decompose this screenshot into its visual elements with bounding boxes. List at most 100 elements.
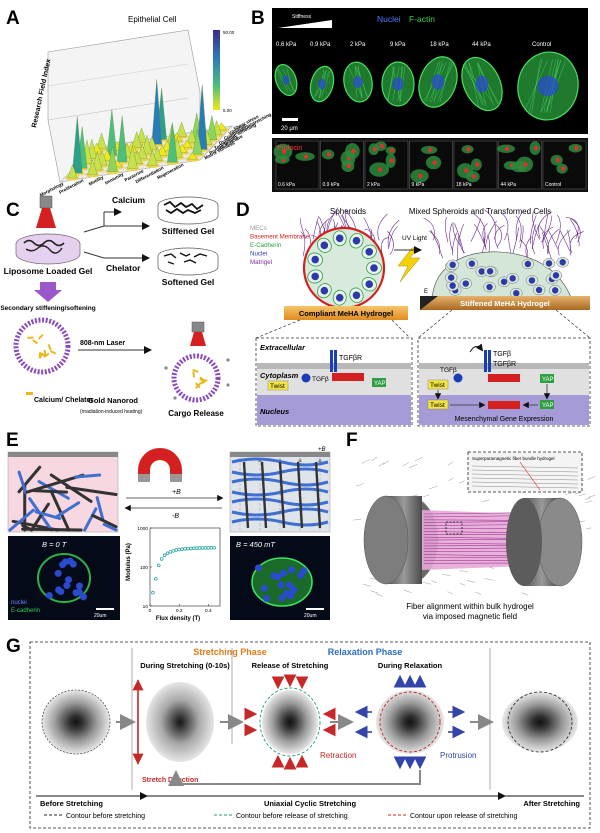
stretching-phase-label: Stretching Phase	[193, 647, 267, 657]
podocin-signal	[475, 162, 480, 167]
matrigel-fiber	[454, 223, 464, 254]
stiffness-column-label: 18 kPa	[430, 42, 449, 48]
panel-b-letter: B	[251, 8, 265, 29]
podocin-tile-label: Control	[545, 182, 561, 188]
cell-nucleus	[447, 274, 455, 281]
field-vector	[369, 577, 377, 580]
matrigel-fiber	[515, 210, 524, 241]
legend-nuclei: Nuclei	[377, 14, 401, 24]
calcium-chelator-label: Calcium/ Chelator	[34, 397, 94, 404]
matrigel-fiber	[555, 214, 561, 244]
micrograph-left-cells	[37, 553, 91, 603]
signaling-box-right: TGFβ TGFβR TGFβ Twist YAP Twist YAP Mese…	[417, 337, 591, 427]
stiffened-gel-fibers	[163, 200, 204, 215]
podocin-signal	[560, 166, 566, 171]
during-relaxation-label: During Relaxation	[378, 661, 443, 670]
fiber	[17, 470, 28, 495]
plus-b-label: +B	[172, 489, 181, 496]
zoom-region	[445, 521, 463, 535]
matrigel-fiber	[495, 224, 502, 247]
inset-text: Superparamagnetic fiber bundle hydrogel	[472, 456, 555, 461]
field-vector	[431, 580, 437, 583]
panel-a-gridline	[47, 63, 189, 87]
aligned-fiber	[423, 519, 523, 521]
fiber-inset	[467, 451, 583, 493]
gold-nanorod	[49, 350, 57, 355]
twist-box-left	[267, 380, 289, 391]
yap-box-left	[372, 378, 386, 387]
fiber	[37, 480, 70, 500]
inset-fiber	[471, 477, 579, 481]
liposome-gel-dish-side	[15, 244, 81, 265]
f-caption-line2: via imposed magnetic field	[423, 612, 517, 621]
g3bp2-box	[332, 373, 364, 381]
panel-c-letter: C	[6, 200, 20, 221]
fiber	[54, 501, 81, 519]
cell-relaxing	[376, 690, 444, 754]
panel-a-colorbar-min: 5.00	[223, 108, 232, 113]
panel-g-letter: G	[6, 636, 21, 657]
cell-nucleus	[551, 287, 559, 294]
crosslink-fiber	[260, 461, 268, 529]
nucleus-dot	[287, 566, 295, 574]
aligned-fiber	[423, 524, 523, 526]
plus-b-label-top: +B	[318, 447, 326, 453]
zoom-line	[555, 309, 591, 339]
legend-entry: Nuclei	[250, 251, 267, 258]
spike	[196, 84, 208, 150]
actin-fiber	[524, 61, 548, 111]
nucleus-dot	[64, 576, 72, 584]
panel-d: D Spheroids Mixed Spheroids and Transfor…	[236, 200, 591, 427]
cell-nucleus	[462, 280, 469, 287]
cargo-dot	[226, 383, 230, 387]
panel-b-top-cells	[274, 51, 579, 121]
field-vector	[481, 499, 490, 503]
cell-after	[502, 692, 578, 752]
inset-fiber	[471, 465, 579, 469]
nucleus-dot	[274, 573, 282, 581]
data-point	[165, 551, 170, 556]
y-tick-label: 10	[143, 604, 149, 610]
matrigel-fiber	[539, 226, 549, 254]
scale-bar-label: 20 μm	[281, 126, 298, 132]
spike	[136, 143, 148, 160]
fiber	[8, 508, 35, 532]
stiffened-gel-dish-side	[157, 205, 219, 225]
cell-nucleus	[486, 268, 494, 275]
matrigel-fiber	[312, 215, 320, 239]
b-450-label: B = 450 mT	[236, 540, 276, 549]
aligned-fiber	[423, 547, 523, 550]
plate-top	[230, 452, 330, 457]
ecadherin-ring	[37, 553, 91, 603]
actin-fiber	[387, 66, 394, 102]
gold-nanorod	[198, 380, 205, 386]
cell-nucleus	[335, 293, 344, 302]
plate-top	[8, 452, 118, 457]
mixed-label: Mixed Spheroids and Transformed Cells	[409, 207, 551, 216]
fiber	[102, 522, 118, 532]
matrigel-fiber	[547, 229, 559, 254]
cell-stretched	[146, 682, 214, 762]
podocin-tile-label: 0.9 kPa	[323, 182, 340, 188]
spike	[107, 145, 118, 172]
panel-g-frame	[29, 641, 591, 829]
liposome-loaded-gel-label: Liposome Loaded Gel	[4, 266, 93, 276]
nanorod-note: (irradiation-induced heating)	[80, 409, 143, 415]
smad-icon	[453, 373, 463, 383]
fiber	[21, 527, 83, 532]
stiffened-label: Stiffened MeHA Hydrogel	[460, 299, 550, 308]
liposome-released	[171, 353, 221, 403]
spheroids-label: Spheroids	[330, 207, 366, 216]
magnet-tip	[138, 474, 150, 482]
panel-e-letter: E	[6, 430, 19, 451]
field-vector	[588, 495, 596, 498]
laser-lamp-icon	[191, 321, 205, 333]
aligned-fiber	[423, 521, 523, 523]
podocin-signal	[389, 148, 394, 153]
data-point	[157, 563, 161, 568]
before-stretching-label: Before Stretching	[40, 799, 103, 808]
random-fibers	[8, 465, 118, 532]
data-point	[159, 557, 164, 561]
